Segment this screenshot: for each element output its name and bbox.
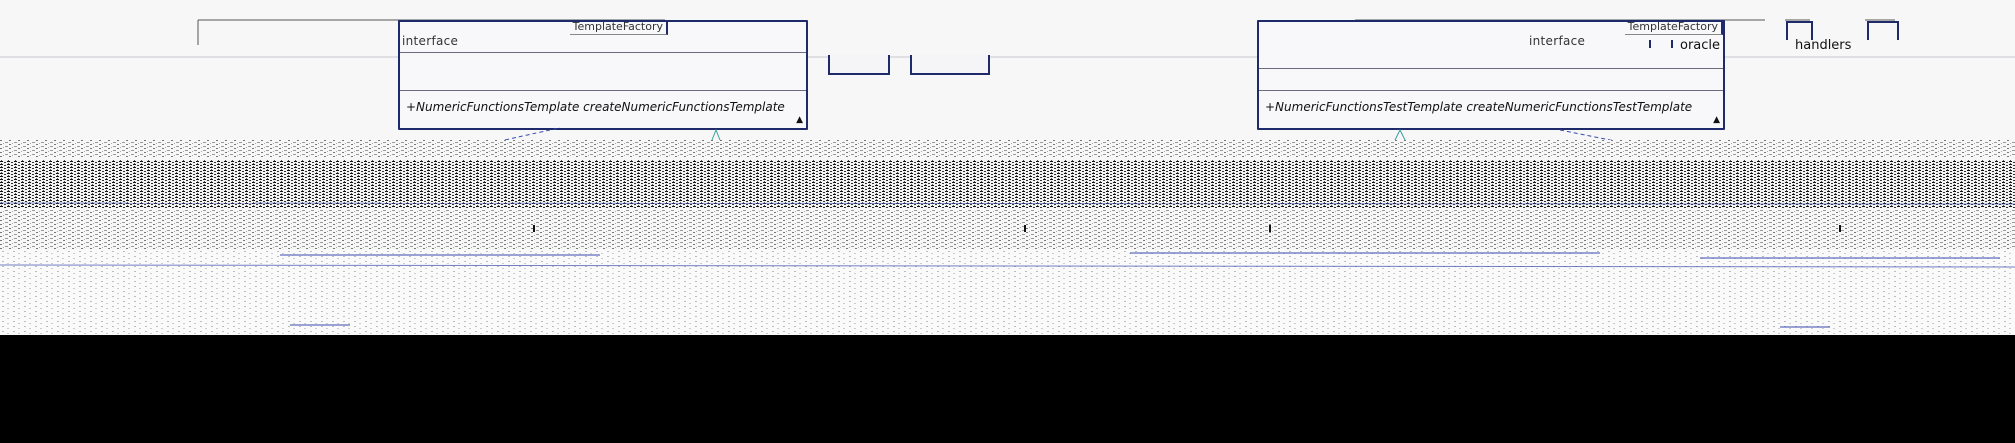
oracle-label: oracle bbox=[1680, 38, 1721, 53]
lock-icon: ▲ bbox=[1713, 115, 1720, 125]
diagram-canvas: interface TemplateFactory +NumericFuncti… bbox=[0, 19, 2015, 335]
right-stereotype: interface bbox=[1529, 34, 1586, 48]
small-box-1[interactable] bbox=[828, 55, 890, 75]
left-stereotype: interface bbox=[402, 34, 459, 48]
right-interface-box[interactable]: interface TemplateFactory +NumericFuncti… bbox=[1257, 20, 1725, 130]
right-class-name: TemplateFactory bbox=[1624, 20, 1723, 35]
left-methods-divider bbox=[400, 90, 806, 91]
package-tabs bbox=[1649, 21, 1899, 48]
right-method: +NumericFunctionsTestTemplate createNume… bbox=[1265, 100, 1693, 114]
small-box-2[interactable] bbox=[910, 55, 990, 75]
right-methods-divider bbox=[1259, 90, 1723, 91]
handlers-label: handlers bbox=[1795, 38, 1852, 53]
black-footer-region bbox=[0, 335, 2015, 443]
left-class-name: TemplateFactory bbox=[569, 20, 668, 35]
right-attributes-divider bbox=[1259, 68, 1723, 69]
left-attributes-divider bbox=[400, 52, 806, 53]
distorted-noise-band bbox=[0, 140, 2015, 335]
lock-icon: ▲ bbox=[796, 115, 803, 125]
left-method: +NumericFunctionsTemplate createNumericF… bbox=[406, 100, 785, 114]
left-interface-box[interactable]: interface TemplateFactory +NumericFuncti… bbox=[398, 20, 808, 130]
